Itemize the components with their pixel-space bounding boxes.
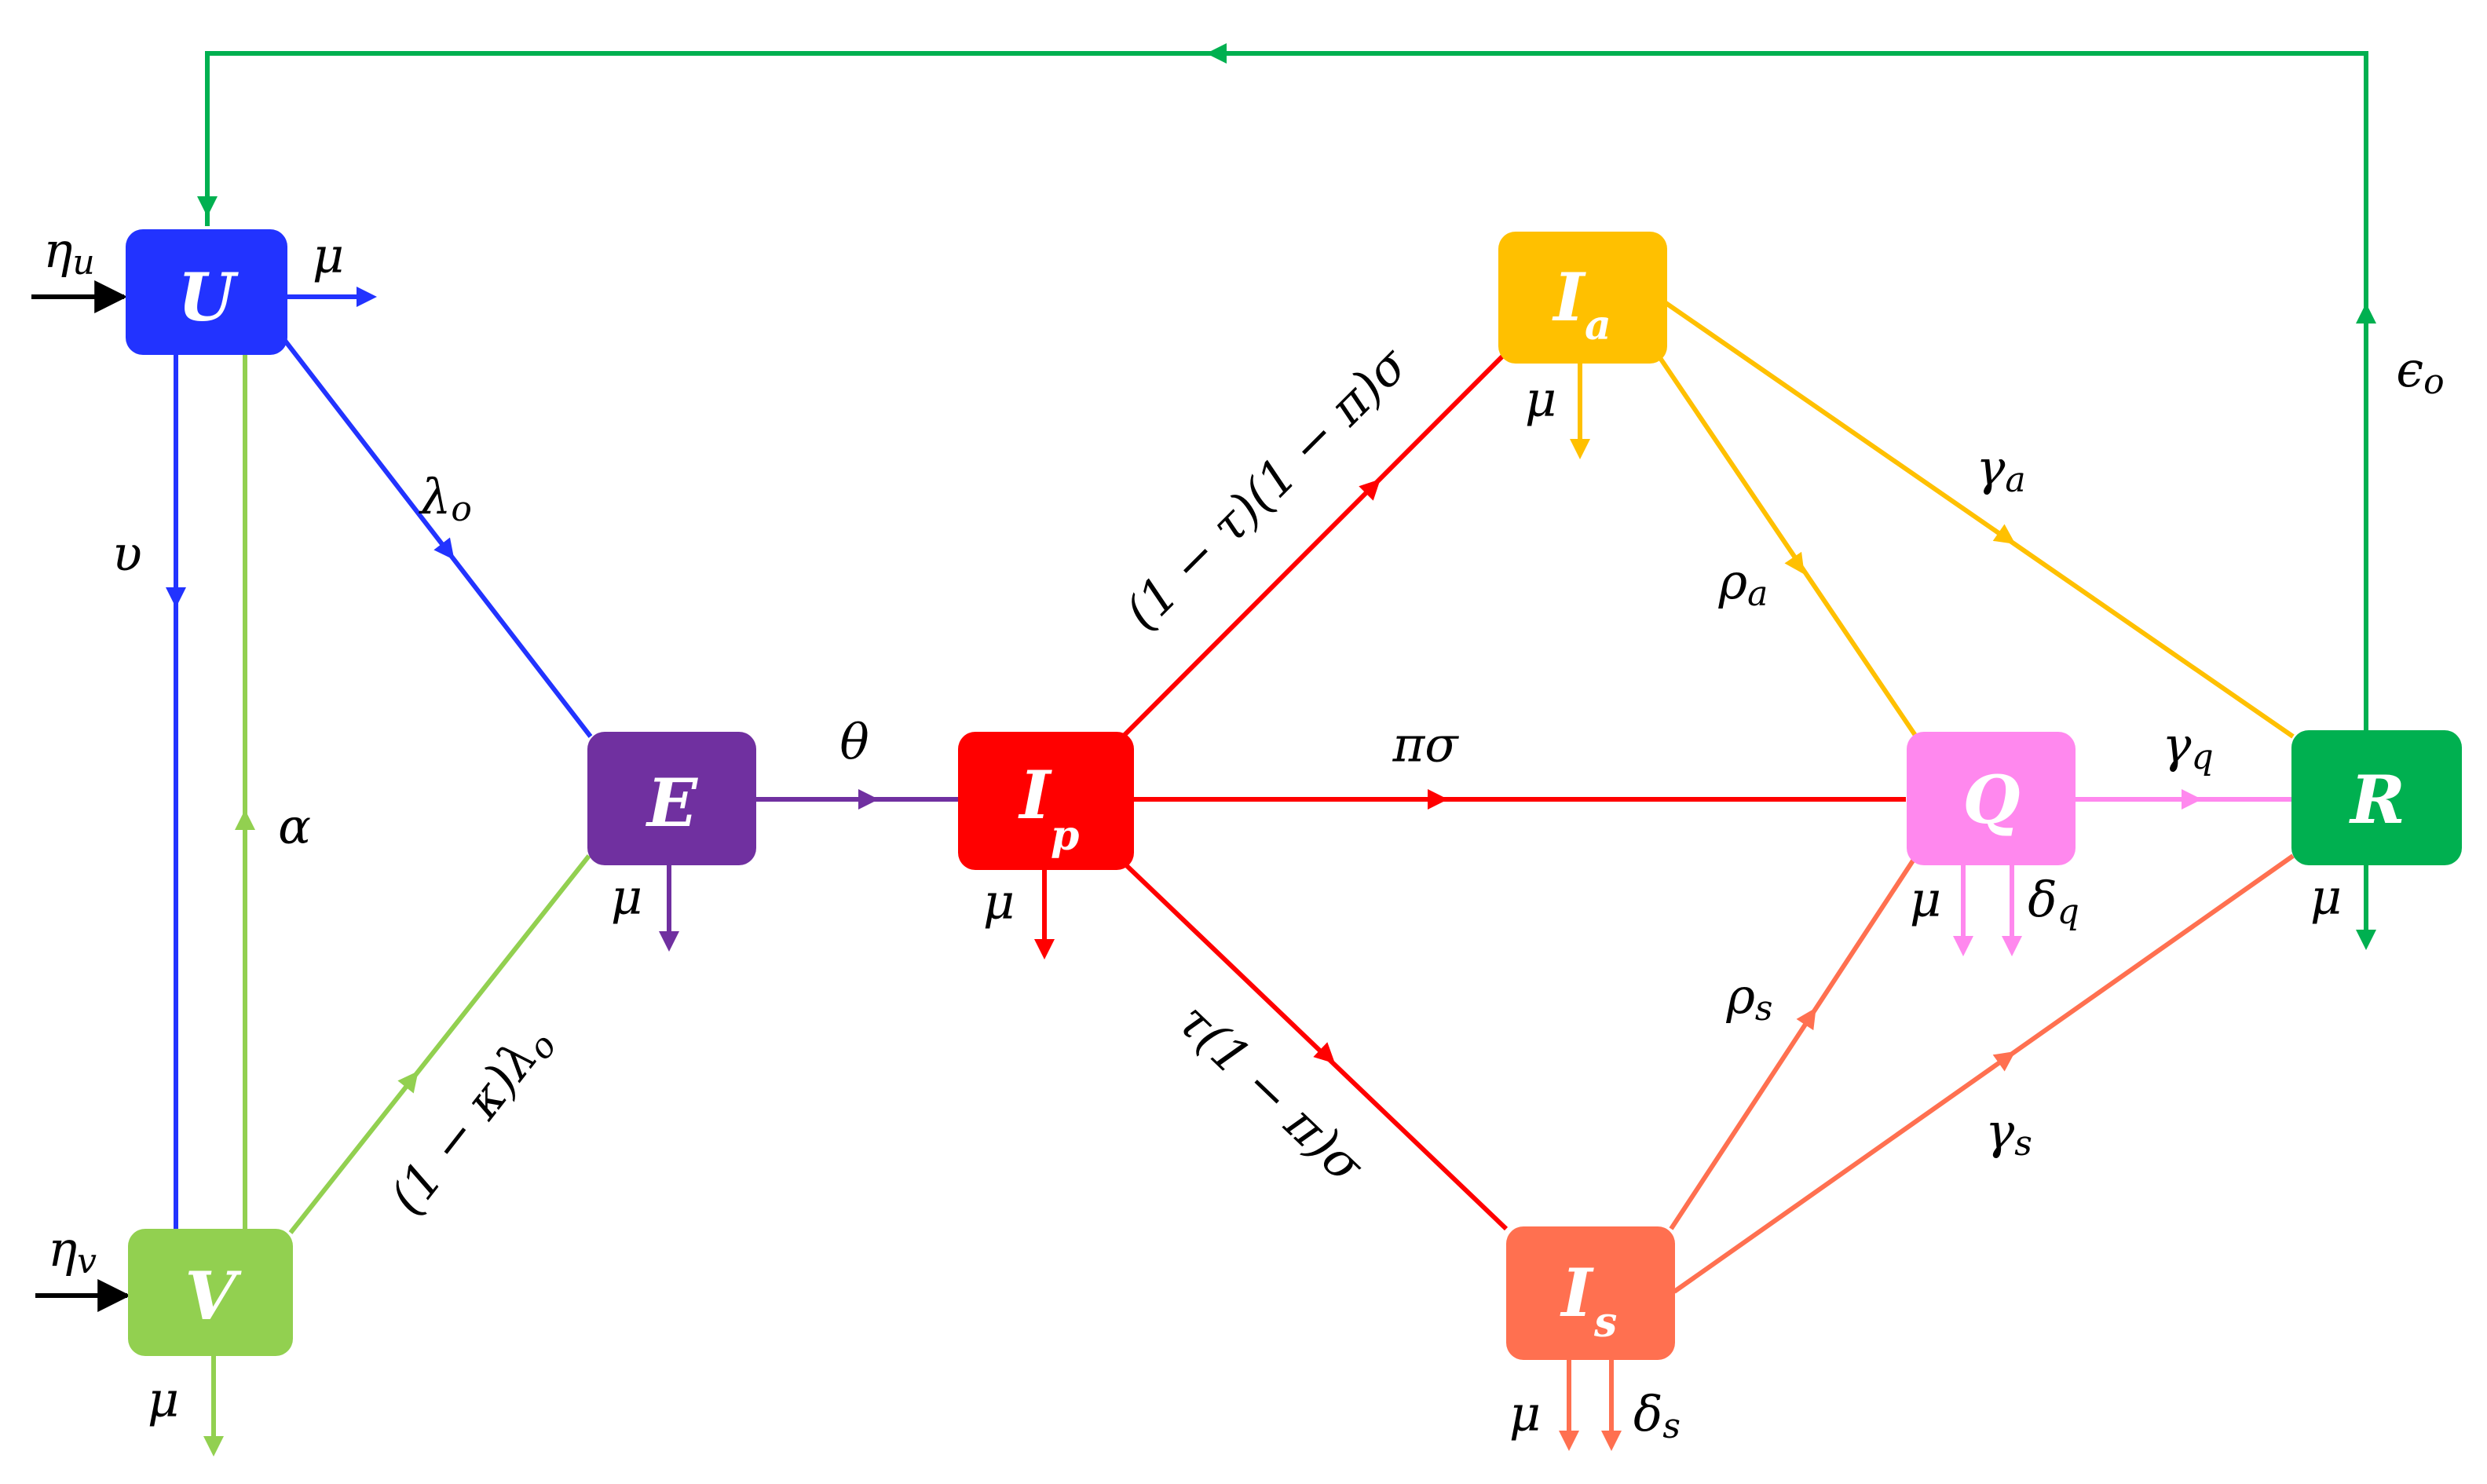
outflow-q-delta-head (2002, 936, 2022, 956)
svg-text:I: I (1560, 1254, 1594, 1332)
node-e: E (587, 732, 756, 865)
label-mu-q: μ (1910, 871, 1941, 928)
label-alpha: α (278, 798, 311, 855)
outflow-u-mu-head (357, 287, 377, 307)
label-mu-ia: μ (1525, 371, 1556, 428)
label-to-is: τ(1 − π)σ (1167, 992, 1376, 1195)
outflow-v-mu-head (203, 1436, 224, 1457)
node-v: V (128, 1229, 293, 1356)
svg-text:a: a (1585, 302, 1611, 349)
label-lambda-o: λo (418, 468, 472, 529)
svg-text:s: s (1593, 1299, 1617, 1347)
svg-text:I: I (1552, 258, 1586, 336)
label-mu-e: μ (611, 868, 642, 926)
label-rho-s: ρs (1725, 967, 1772, 1029)
outflow-is-delta-head (1601, 1431, 1622, 1451)
label-mu-r: μ (2310, 868, 2342, 926)
arrowhead-v-to-e (397, 1071, 419, 1094)
edge-r-to-u-waning (205, 51, 2368, 732)
edge-ia-to-q (1655, 352, 1918, 738)
arrowhead-v-to-u (235, 810, 255, 830)
outflow-is-mu-head (1559, 1431, 1579, 1451)
arrowhead-u-to-v (166, 587, 186, 608)
node-u: U (126, 229, 287, 355)
label-gamma-q: γq (2162, 716, 2213, 777)
arrowhead-ip-to-is (1313, 1042, 1336, 1064)
edge-is-to-q (1669, 854, 1918, 1230)
edge-ia-to-r (1663, 300, 2295, 739)
label-delta-s: δs (1633, 1385, 1681, 1446)
node-q: Q (1907, 732, 2076, 865)
arrowhead-ia-to-q (1784, 551, 1805, 575)
label-eta-v: ηv (48, 1220, 97, 1281)
node-ia: I a (1498, 232, 1667, 364)
label-gamma-s: γs (1985, 1102, 2032, 1164)
arrowhead-u-to-e (433, 537, 455, 561)
svg-text:Q: Q (1962, 761, 2020, 839)
outflow-ip-mu-head (1034, 939, 1055, 959)
svg-text:E: E (646, 764, 698, 842)
rate-labels: ηu ηv μ μ μ μ μ μ μ μ υ α λo (1 − κ)λo θ… (43, 221, 2444, 1446)
node-r: R (2291, 730, 2462, 865)
svg-text:I: I (1018, 756, 1052, 834)
node-ip: I p (958, 732, 1134, 870)
label-upsilon: υ (112, 525, 142, 583)
node-is: I s (1506, 1226, 1675, 1360)
arrowhead-ia-to-r (1992, 524, 2016, 544)
label-theta: θ (839, 714, 869, 771)
label-mu-is: μ (1509, 1385, 1541, 1442)
edge-v-to-e-infection (288, 854, 591, 1234)
arrowhead-into-u (197, 196, 218, 217)
outflow-e-mu-head (659, 931, 679, 952)
svg-text:R: R (2349, 761, 2405, 839)
svg-text:p: p (1051, 812, 1079, 860)
label-one-minus-kappa-lambda: (1 − κ)λo (378, 1013, 564, 1227)
outflow-ia-mu-head (1570, 439, 1590, 459)
arrowhead-r-to-u-up (2356, 303, 2376, 323)
outflow-arrows (203, 287, 2376, 1457)
svg-text:U: U (177, 258, 239, 336)
edge-is-to-r (1673, 853, 2295, 1294)
flow-arrowheads (166, 43, 2376, 1094)
inflow-arrows (31, 280, 131, 1312)
label-rho-a: ρa (1718, 553, 1768, 614)
outflow-r-mu-head (2356, 930, 2376, 950)
label-mu-u: μ (313, 227, 344, 284)
label-delta-q: δq (2028, 871, 2079, 932)
outflow-q-mu-head (1953, 936, 1973, 956)
label-gamma-a: γa (1976, 439, 2025, 500)
arrowhead-is-to-q (1796, 1007, 1816, 1031)
label-eta-u: ηu (43, 221, 95, 283)
arrowhead-ip-to-q (1428, 789, 1448, 810)
label-epsilon-o: ϵo (2396, 341, 2444, 402)
arrowhead-is-to-r (1992, 1051, 2016, 1072)
edge-ip-to-is (1121, 860, 1509, 1231)
label-mu-ip: μ (983, 873, 1015, 930)
edge-ip-to-ia (1121, 353, 1506, 739)
arrowhead-e-to-ip (858, 789, 879, 810)
edge-u-to-e-infection (280, 336, 593, 738)
label-mu-v: μ (148, 1371, 179, 1428)
svg-text:V: V (185, 1257, 242, 1335)
label-pi-sigma: πσ (1392, 716, 1459, 773)
arrowhead-r-to-u (1206, 43, 1227, 64)
arrowhead-q-to-r (2182, 789, 2202, 810)
